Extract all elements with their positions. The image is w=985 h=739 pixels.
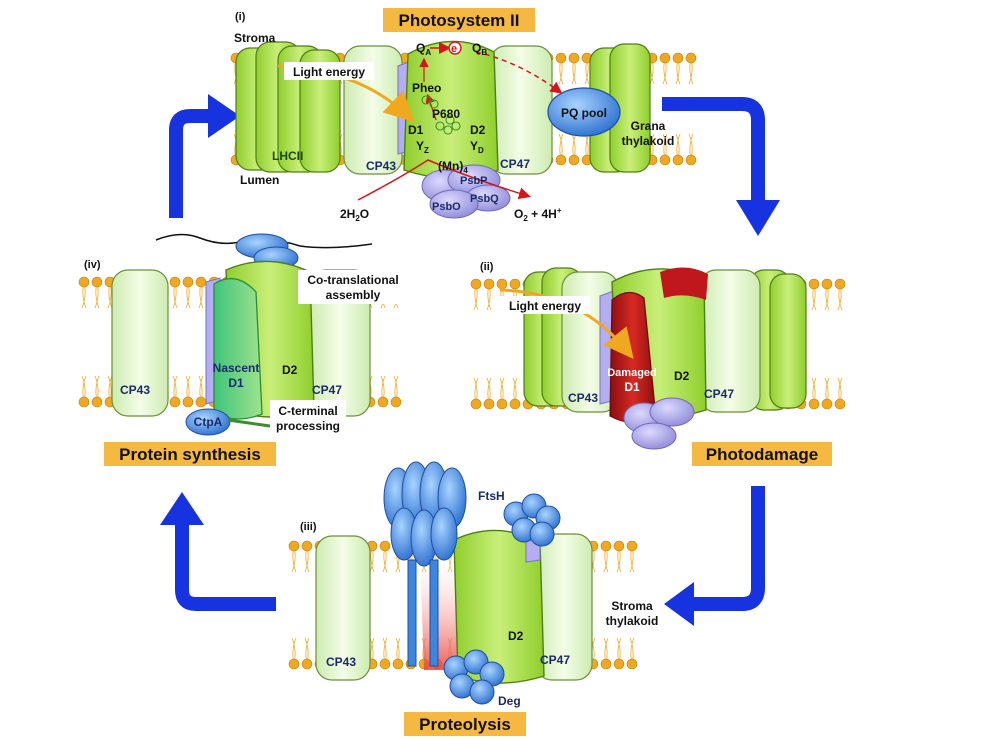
arrowhead-down-ii	[736, 200, 780, 236]
label-ftsh: FtsH	[478, 489, 505, 503]
water-splitting-arrow	[357, 159, 531, 201]
panel-photosystem-ii: PQ pool (i) Photosystem II Stroma Lumen …	[234, 8, 674, 223]
label-cp47-ii: CP47	[704, 387, 734, 401]
c-terminal-box	[270, 400, 346, 436]
label-d2-i: D2	[470, 123, 486, 137]
label-cp43-i: CP43	[366, 159, 396, 173]
c-terminal-tail	[227, 418, 271, 428]
title-box-iv	[104, 442, 276, 466]
label-pheo: Pheo	[412, 81, 441, 95]
light-energy-box-i	[284, 62, 374, 80]
extrinsic-proteins-ii	[623, 397, 695, 450]
arrowhead-up-iv	[160, 492, 204, 525]
label-oxygen: O2 + 4H+	[514, 206, 562, 223]
label-stroma: Stroma	[234, 31, 276, 45]
label-p680: P680	[432, 107, 460, 121]
label-stroma-thylakoid-1: Stroma	[611, 599, 653, 613]
label-d1-iv: D1	[228, 376, 244, 390]
arrowhead-left-iii	[664, 582, 694, 626]
electron-marker	[448, 41, 462, 55]
label-d1-ii: D1	[624, 380, 640, 394]
nascent-d1-protein	[213, 277, 263, 420]
label-cp47-i: CP47	[500, 157, 530, 171]
panel-proteolysis: (iii) FtsH D2 CP43 CP47 Deg Stroma thyla…	[300, 461, 659, 736]
title-box-i	[383, 8, 535, 32]
label-d1-i: D1	[408, 123, 424, 137]
label-c-terminal: C-terminal	[278, 404, 337, 418]
title-protein-synthesis: Protein synthesis	[119, 445, 261, 464]
label-nascent: Nascent	[213, 361, 260, 375]
ftsh-protease	[383, 461, 467, 667]
cycle-arrow-i-to-ii	[662, 97, 765, 205]
label-cp43-ii: CP43	[568, 391, 598, 405]
label-grana-1: Grana	[631, 119, 666, 133]
label-lhcii: LHCII	[272, 149, 303, 163]
cp47-protein	[489, 45, 553, 175]
panel-marker-iv: (iv)	[84, 259, 101, 271]
title-photosystem-ii: Photosystem II	[399, 11, 520, 30]
title-box-iii	[404, 712, 526, 736]
panel-photodamage: (ii) Light energy Damaged D1 D2 CP43 CP4…	[480, 261, 832, 466]
cp43-protein-iv	[111, 269, 169, 417]
ctpa-enzyme	[185, 408, 231, 436]
label-psbq: PsbQ	[470, 193, 499, 205]
label-ctpa: CtpA	[194, 415, 223, 429]
label-d2-iv: D2	[282, 363, 298, 377]
cycle-arrow-iv-to-i	[169, 109, 212, 218]
label-water: 2H2O	[340, 207, 369, 223]
label-cp43-iv: CP43	[120, 383, 150, 397]
pigment-rings	[421, 95, 461, 135]
title-proteolysis: Proteolysis	[419, 715, 511, 734]
label-yd: YD	[470, 139, 484, 155]
pq-pool	[547, 87, 621, 137]
pq-pool-label: PQ pool	[561, 106, 607, 120]
panel-marker-i: (i)	[235, 11, 246, 23]
label-lumen: Lumen	[240, 173, 279, 187]
cycle-arrows	[160, 94, 780, 626]
co-translational-box	[298, 270, 408, 304]
label-electron: e	[451, 43, 457, 55]
label-assembly: assembly	[326, 288, 381, 302]
label-light-energy-i: Light energy	[293, 65, 365, 79]
arrowhead-right-i	[208, 94, 240, 138]
cycle-arrow-ii-to-iii	[690, 486, 765, 611]
label-stroma-thylakoid-2: thylakoid	[606, 614, 659, 628]
label-cp47-iii: CP47	[540, 653, 570, 667]
label-light-energy-ii: Light energy	[509, 299, 581, 313]
title-box-ii	[692, 442, 832, 466]
label-qb: QB	[472, 41, 487, 57]
cycle-arrow-iii-to-iv	[175, 520, 276, 611]
damaged-d1-back	[660, 267, 708, 300]
title-photodamage: Photodamage	[706, 445, 818, 464]
label-co-translational: Co-translational	[307, 273, 398, 287]
label-yz: YZ	[416, 139, 429, 155]
label-cp43-iii: CP43	[326, 655, 356, 669]
label-damaged: Damaged	[607, 367, 657, 379]
label-deg: Deg	[498, 694, 521, 708]
label-d2-iii: D2	[508, 629, 524, 643]
label-d2-ii: D2	[674, 369, 690, 383]
label-cp47-iv: CP47	[312, 383, 342, 397]
panel-protein-synthesis: (iv) Co-translational assembly Nascent D…	[84, 233, 408, 466]
label-psbp: PsbP	[460, 175, 488, 187]
d1-d2-core	[403, 40, 499, 179]
label-mn4: (Mn)4	[438, 159, 468, 175]
panel-marker-ii: (ii)	[480, 261, 494, 273]
ftsh-second-complex	[503, 493, 561, 547]
electron-path-to-pq	[475, 51, 563, 94]
light-energy-box-ii	[500, 296, 590, 314]
panel-marker-iii: (iii)	[300, 521, 317, 533]
label-qa: QA	[416, 41, 431, 57]
label-psbo: PsbO	[432, 201, 461, 213]
deg-protease	[443, 649, 505, 705]
label-grana-2: thylakoid	[622, 134, 675, 148]
cp43-protein-iii	[315, 535, 371, 681]
label-processing: processing	[276, 419, 340, 433]
